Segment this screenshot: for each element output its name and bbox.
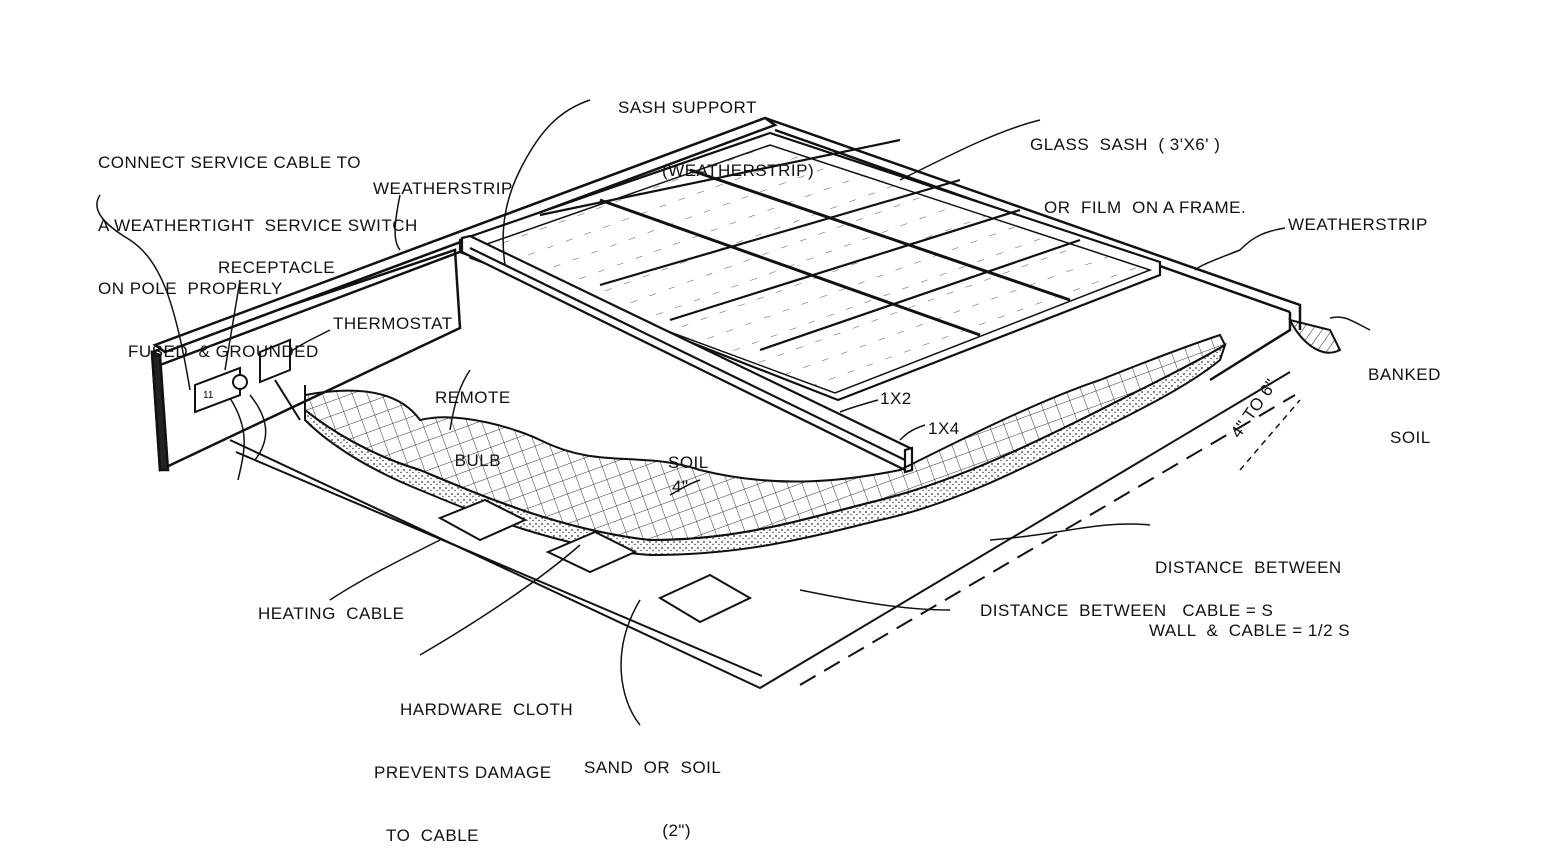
banked-soil-label: BANKED SOIL xyxy=(1368,322,1441,469)
banked-soil-line-1: BANKED xyxy=(1368,365,1441,384)
connect-line-3: ON POLE PROPERLY xyxy=(98,279,283,298)
four-inch-label: 4" xyxy=(672,477,689,496)
weatherstrip-left-label: WEATHERSTRIP xyxy=(373,179,513,198)
remote-bulb-line-2: BULB xyxy=(454,451,502,470)
leader-lines xyxy=(96,99,1371,726)
thermostat-box xyxy=(259,338,301,421)
sash-support-line-1: SASH SUPPORT xyxy=(618,98,757,117)
glass-sash-line-2: OR FILM ON A FRAME. xyxy=(1044,198,1247,217)
connect-line-2: A WEATHERTIGHT SERVICE SWITCH xyxy=(98,216,418,235)
left-wall xyxy=(150,116,778,472)
receptacle-box xyxy=(194,366,248,414)
connect-line-1: CONNECT SERVICE CABLE TO xyxy=(98,153,361,172)
sash-frame xyxy=(458,131,1162,402)
hardware-cloth-label: HARDWARE CLOTH PREVENTS DAMAGE TO CABLE xyxy=(374,657,573,867)
glass-sash-label: GLASS SASH ( 3'X6' ) OR FILM ON A FRAME. xyxy=(1030,92,1246,239)
cable-channels xyxy=(437,498,753,624)
thermostat-label: THERMOSTAT xyxy=(333,314,453,333)
sash-support-label: SASH SUPPORT (WEATHERSTRIP) xyxy=(618,55,814,202)
connect-line-4: FUSED & GROUNDED xyxy=(128,342,319,361)
cable-distance-label: DISTANCE BETWEEN CABLE = S xyxy=(980,601,1274,620)
sash-support-rail xyxy=(460,234,914,474)
depth-dimension xyxy=(1239,399,1301,471)
wall-distance-line-1: DISTANCE BETWEEN xyxy=(1155,558,1342,577)
one-by-four-label: 1X4 xyxy=(928,419,960,438)
wall-distance-label: DISTANCE BETWEEN WALL & CABLE = 1/2 S xyxy=(1149,515,1350,662)
sash-support-line-2: (WEATHERSTRIP) xyxy=(662,161,815,180)
weatherstrip-right-label: WEATHERSTRIP xyxy=(1288,215,1428,234)
sand-or-soil-line-2: (2") xyxy=(662,821,692,840)
connect-service-label: CONNECT SERVICE CABLE TO A WEATHERTIGHT … xyxy=(98,110,418,383)
receptacle-label: RECEPTACLE xyxy=(218,258,336,277)
hardware-cloth-line-2: PREVENTS DAMAGE xyxy=(374,763,552,782)
receptacle-mark: 11 xyxy=(203,390,214,401)
ground-slab xyxy=(229,371,1296,690)
glass-sash-line-1: GLASS SASH ( 3'X6' ) xyxy=(1030,135,1221,154)
heating-cable-label: HEATING CABLE xyxy=(258,604,405,623)
banked-soil-line-2: SOIL xyxy=(1390,428,1431,447)
sand-or-soil-line-1: SAND OR SOIL xyxy=(584,758,722,777)
one-by-two-label: 1X2 xyxy=(880,389,912,408)
soil-label: SOIL xyxy=(668,453,709,472)
remote-bulb-line-1: REMOTE xyxy=(435,388,511,407)
wall-distance-line-2: WALL & CABLE = 1/2 S xyxy=(1149,621,1351,640)
sand-or-soil-label: SAND OR SOIL (2") xyxy=(584,715,721,862)
hardware-cloth-line-1: HARDWARE CLOTH xyxy=(400,700,574,719)
remote-bulb-label: REMOTE BULB xyxy=(435,345,511,492)
hardware-cloth-line-3: TO CABLE xyxy=(386,826,479,845)
